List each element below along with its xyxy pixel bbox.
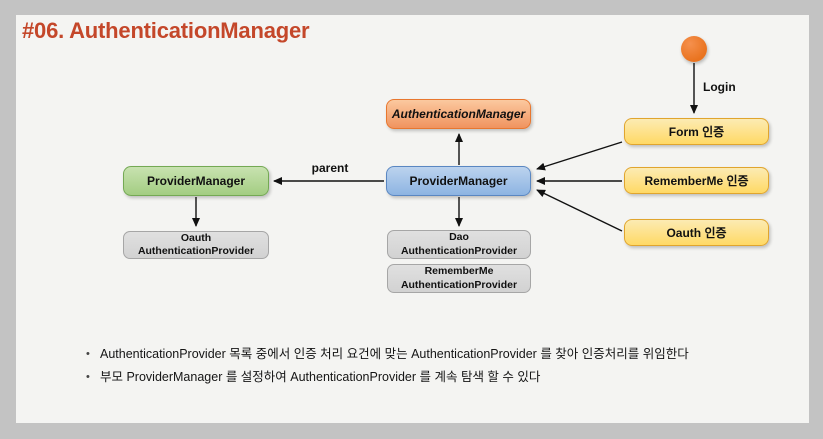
notes-list: • AuthenticationProvider 목록 중에서 인증 처리 요건… [86,343,766,389]
node-oauth-authentication-provider: Oauth AuthenticationProvider [123,231,269,259]
login-edge-label: Login [703,80,736,94]
node-rememberme-auth: RememberMe 인증 [624,167,769,194]
note-item: • AuthenticationProvider 목록 중에서 인증 처리 요건… [86,343,766,366]
node-line: Dao [449,231,469,244]
note-item: • 부모 ProviderManager 를 설정하여 Authenticati… [86,366,766,389]
note-text: 부모 ProviderManager 를 설정하여 Authentication… [100,370,541,384]
node-line: RememberMe [424,265,494,278]
bullet-icon: • [86,348,90,360]
node-dao-authentication-provider: Dao AuthenticationProvider [387,230,531,259]
node-line: AuthenticationProvider [400,244,518,257]
node-authentication-manager: AuthenticationManager [386,99,531,129]
node-form-auth: Form 인증 [624,118,769,145]
bullet-icon: • [86,371,90,383]
note-text: AuthenticationProvider 목록 중에서 인증 처리 요건에 … [100,347,689,361]
node-rememberme-authentication-provider: RememberMe AuthenticationProvider [387,264,531,293]
slide-title: #06. AuthenticationManager [22,18,310,43]
login-actor-icon [681,36,707,62]
node-line: Oauth [180,231,212,244]
node-line: AuthenticationProvider [137,245,255,257]
node-line: AuthenticationProvider [400,278,518,291]
node-oauth-auth: Oauth 인증 [624,219,769,246]
parent-edge-label: parent [311,161,349,175]
node-provider-manager: ProviderManager [386,166,531,196]
node-parent-provider-manager: ProviderManager [123,166,269,196]
